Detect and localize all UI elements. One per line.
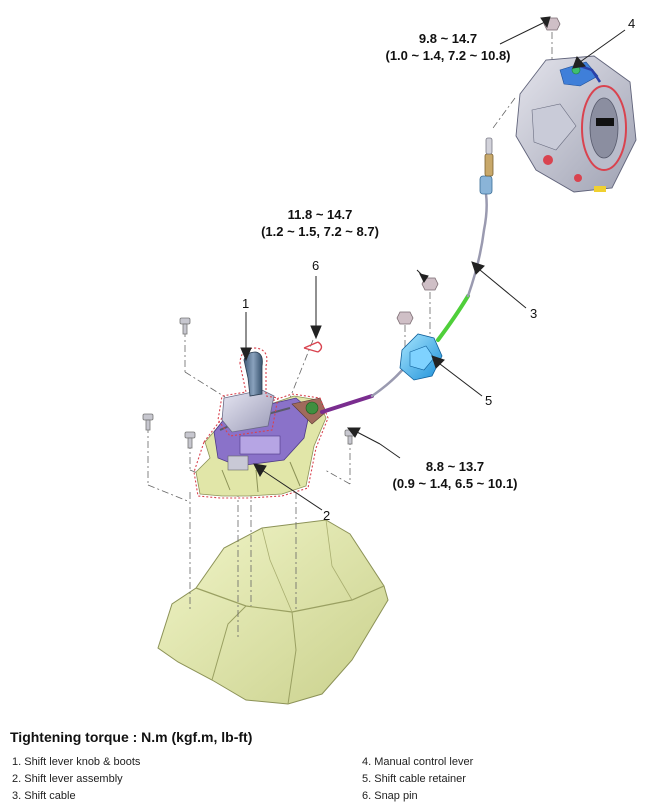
- torque-retainer-nut: 11.8 ~ 14.7 (1.2 ~ 1.5, 7.2 ~ 8.7): [245, 206, 395, 240]
- legend-item-3: 3. Shift cable: [12, 790, 76, 802]
- floor-panel: [157, 519, 389, 705]
- bolt-left-top: [179, 317, 191, 335]
- snap-pin: [303, 341, 323, 353]
- leader-lines: [240, 16, 626, 511]
- callout-2: 2: [323, 508, 331, 523]
- legend-item-1: 1. Shift lever knob & boots: [12, 756, 141, 768]
- torque-lever-bolt: 8.8 ~ 13.7 (0.9 ~ 1.4, 6.5 ~ 10.1): [380, 458, 530, 492]
- bolt-left-mid: [142, 413, 154, 431]
- assembly-guide-lines: [147, 32, 553, 640]
- callout-1: 1: [242, 296, 250, 311]
- torque-alt: (1.2 ~ 1.5, 7.2 ~ 8.7): [261, 224, 379, 239]
- callout-6: 6: [312, 258, 320, 273]
- torque-transaxle-nut: 9.8 ~ 14.7 (1.0 ~ 1.4, 7.2 ~ 10.8): [368, 30, 528, 64]
- torque-nm: 11.8 ~ 14.7: [287, 207, 353, 222]
- bolt-left-low: [184, 431, 196, 449]
- legend-item-2: 2. Shift lever assembly: [12, 773, 123, 785]
- shift-cable-retainer: [399, 333, 443, 381]
- callout-3: 3: [530, 306, 538, 321]
- callout-5: 5: [485, 393, 493, 408]
- nut-retainer-top: [421, 277, 439, 291]
- legend-item-5: 5. Shift cable retainer: [362, 773, 466, 785]
- exploded-diagram: 9.8 ~ 14.7 (1.0 ~ 1.4, 7.2 ~ 10.8) 11.8 …: [142, 16, 637, 705]
- legend-title: Tightening torque : N.m (kgf.m, lb-ft): [10, 729, 253, 745]
- nut-retainer-left: [396, 311, 414, 325]
- torque-alt: (1.0 ~ 1.4, 7.2 ~ 10.8): [385, 48, 511, 63]
- diagram-svg: [142, 16, 637, 705]
- legend-item-6: 6. Snap pin: [362, 790, 418, 802]
- torque-nm: 9.8 ~ 14.7: [418, 31, 478, 46]
- legend-item-4: 4. Manual control lever: [362, 756, 474, 768]
- shift-knob-and-boot: [217, 347, 279, 437]
- transaxle: [515, 55, 637, 193]
- callout-4: 4: [628, 16, 636, 31]
- torque-alt: (0.9 ~ 1.4, 6.5 ~ 10.1): [392, 476, 518, 491]
- bolts: [142, 317, 356, 449]
- torque-nm: 8.8 ~ 13.7: [425, 459, 485, 474]
